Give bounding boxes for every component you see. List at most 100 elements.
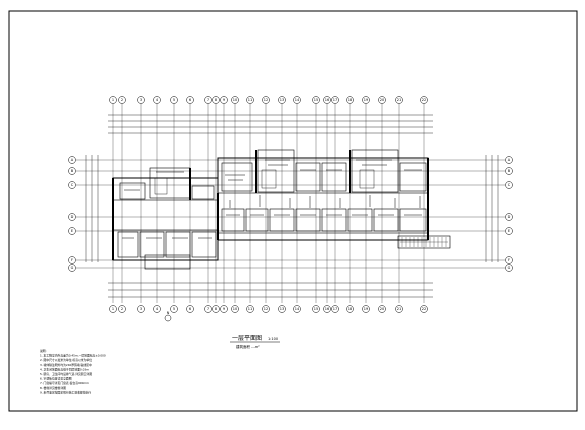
axis-label-left: F (71, 258, 73, 262)
axis-bubble-right (505, 227, 513, 235)
axis-bubble-bottom (170, 305, 178, 313)
axis-label-bottom: 2 (121, 307, 123, 311)
axis-bubble-left (68, 256, 76, 264)
axis-bubble-left (68, 156, 76, 164)
axis-label-top: 21 (397, 98, 401, 102)
axis-label-bottom: 12 (264, 307, 268, 311)
note-line: 8. 楼梯详见楼梯详图 (40, 386, 66, 390)
axis-bubble-bottom (323, 305, 331, 313)
axis-bubble-left (68, 213, 76, 221)
axis-label-top: 14 (295, 98, 300, 102)
axis-bubble-top (420, 96, 428, 104)
axis-label-bottom: 20 (380, 307, 384, 311)
axis-label-top: 13 (280, 98, 284, 102)
axis-label-top: 12 (264, 98, 268, 102)
axis-bubble-top (312, 96, 320, 104)
axis-label-top: 7 (207, 98, 209, 102)
axis-bubble-top (331, 96, 339, 104)
axis-bubble-top (362, 96, 370, 104)
axis-label-bottom: 15 (314, 307, 318, 311)
top-dimensions (108, 114, 433, 134)
axis-bubble-left (68, 167, 76, 175)
axis-bubble-top (170, 96, 178, 104)
axis-label-top: 15 (314, 98, 318, 102)
axis-bubble-right (505, 256, 513, 264)
axis-label-bottom: 16 (325, 307, 329, 311)
axis-bubble-bottom (395, 305, 403, 313)
axis-bubble-top (204, 96, 212, 104)
bottom-dimensions (108, 282, 433, 298)
axis-bubble-bottom (212, 305, 220, 313)
north-arrow-icon: N (164, 311, 172, 322)
balcony-hatch (401, 237, 447, 247)
right-dimensions (485, 155, 499, 262)
axis-bubble-bottom (378, 305, 386, 313)
axis-label-bottom: 8 (215, 307, 217, 311)
axis-bubble-top (153, 96, 161, 104)
axis-label-right: E (508, 229, 510, 233)
axis-bubble-right (505, 181, 513, 189)
axis-label-bottom: 10 (233, 307, 237, 311)
axis-label-top: 2 (121, 98, 123, 102)
axis-label-bottom: 19 (364, 307, 368, 311)
axis-label-top: 3 (140, 98, 142, 102)
axis-bubble-bottom (153, 305, 161, 313)
axis-label-bottom: 17 (333, 307, 337, 311)
axis-label-top: 11 (248, 98, 252, 102)
axis-bubble-bottom (137, 305, 145, 313)
building-walls (112, 149, 451, 270)
note-line: 3. 墙体除注明外均为240厚砖墙,轴线居中 (40, 363, 92, 367)
note-line: 5. 厨房、卫生间均设排气道,详见厨卫详图 (40, 372, 92, 376)
axis-bubble-bottom (312, 305, 320, 313)
axis-bubble-top (246, 96, 254, 104)
axis-label-bottom: 11 (248, 307, 252, 311)
axis-label-top: 8 (215, 98, 217, 102)
axis-bubble-top (212, 96, 220, 104)
axis-bubble-bottom (231, 305, 239, 313)
axis-bubble-top (346, 96, 354, 104)
sheet-frame (8, 10, 578, 412)
drawing-title-block: 一层平面图 1:100 建筑面积 ---m² (230, 335, 280, 349)
axis-label-top: 20 (380, 98, 384, 102)
axis-label-bottom: 22 (422, 307, 426, 311)
axis-label-right: F (508, 258, 510, 262)
axis-label-right: C (508, 183, 511, 187)
axis-label-bottom: 21 (397, 307, 401, 311)
axis-label-top: 10 (233, 98, 237, 102)
axis-label-top: 22 (422, 98, 426, 102)
detail-strokes (122, 159, 422, 261)
axis-bubble-top (109, 96, 117, 104)
axis-label-bottom: 3 (140, 307, 142, 311)
axis-bubble-left (68, 227, 76, 235)
note-line: 7. 门窗编号详见门窗表,窗台高900mm (40, 381, 89, 385)
axis-label-right: D (508, 215, 511, 219)
axis-label-left: D (71, 215, 74, 219)
axis-bubble-bottom (109, 305, 117, 313)
axis-label-top: 18 (348, 98, 352, 102)
axis-bubble-top (186, 96, 194, 104)
axis-bubble-right (505, 167, 513, 175)
axis-bubble-top (278, 96, 286, 104)
axis-bubble-right (505, 264, 513, 272)
axis-bubble-top (293, 96, 301, 104)
axis-bubble-right (505, 156, 513, 164)
axis-label-top: 9 (223, 98, 225, 102)
axis-label-right: B (508, 169, 511, 173)
axis-bubble-bottom (293, 305, 301, 313)
axis-label-bottom: 5 (173, 307, 175, 311)
axis-bubble-top (231, 96, 239, 104)
axis-label-top: 17 (333, 98, 337, 102)
axis-label-bottom: 4 (156, 307, 159, 311)
axis-bubble-bottom (204, 305, 212, 313)
axis-bubble-bottom (278, 305, 286, 313)
axis-label-top: 6 (189, 98, 191, 102)
axis-label-left: G (71, 266, 74, 270)
axis-bubble-bottom (220, 305, 228, 313)
axis-label-bottom: 9 (223, 307, 225, 311)
axis-bubble-top (378, 96, 386, 104)
axis-label-left: C (71, 183, 74, 187)
